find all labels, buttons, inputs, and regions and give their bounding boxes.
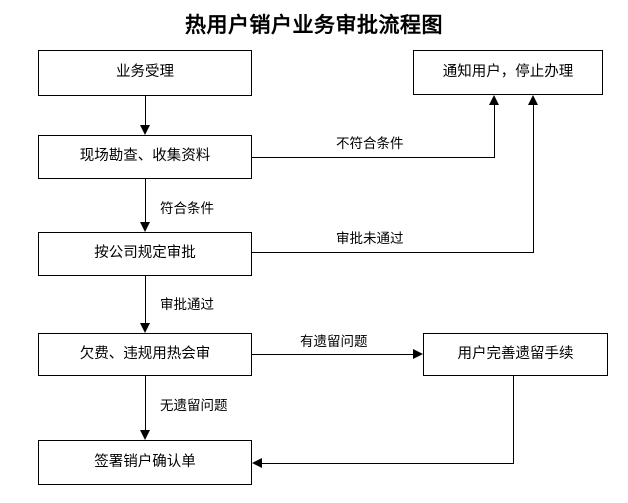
edge-acceptance-to-survey-line [145,96,146,125]
node-label: 现场勘查、收集资料 [79,148,211,165]
node-label: 按公司规定审批 [94,245,196,262]
node-sign-cancellation-form[interactable]: 签署销户确认单 [38,440,252,485]
edge-formalities-to-sign-arrowhead [252,458,262,468]
node-label: 业务受理 [116,64,174,81]
node-label: 欠费、违规用热会审 [79,345,211,362]
edge-label-has-issue: 有遗留问题 [300,334,368,349]
edge-label-approved: 审批通过 [160,297,214,312]
edge-approval-to-notify-vline [533,105,534,253]
edge-approval-to-notify-arrowhead [528,95,538,105]
edge-approval-to-review-line [145,276,146,323]
edge-review-to-formalities-arrowhead [413,349,423,359]
edge-survey-to-approval-arrowhead [140,222,150,232]
node-label: 签署销户确认单 [94,453,196,470]
node-label: 用户完善遗留手续 [457,345,574,362]
node-arrears-violation-review[interactable]: 欠费、违规用热会审 [38,333,252,376]
edge-formalities-to-sign-vline [513,376,514,464]
edge-label-no-issue: 无遗留问题 [160,398,228,413]
node-company-approval[interactable]: 按公司规定审批 [38,232,252,276]
node-site-survey-collect-data[interactable]: 现场勘查、收集资料 [38,135,252,179]
page-title: 热用户销户业务审批流程图 [185,14,443,37]
edge-formalities-to-sign-hline [262,463,514,464]
edge-approval-to-review-arrowhead [140,323,150,333]
node-user-complete-formalities[interactable]: 用户完善遗留手续 [423,333,608,376]
edge-approval-to-notify-hline [252,252,534,253]
edge-acceptance-to-survey-arrowhead [140,125,150,135]
node-notify-user-stop[interactable]: 通知用户，停止办理 [413,50,603,95]
edge-survey-to-notify-vline [494,105,495,158]
edge-review-to-sign-line [145,376,146,430]
node-business-acceptance[interactable]: 业务受理 [38,50,252,96]
edge-review-to-formalities-hline [252,354,413,355]
edge-label-fit-condition: 符合条件 [160,201,214,216]
edge-survey-to-notify-arrowhead [489,95,499,105]
edge-review-to-sign-arrowhead [140,430,150,440]
node-label: 通知用户，停止办理 [442,63,574,80]
edge-label-unfit-condition: 不符合条件 [336,136,404,151]
edge-survey-to-notify-hline [252,157,495,158]
edge-label-not-approved: 审批未通过 [336,231,404,246]
edge-survey-to-approval-line [145,179,146,222]
